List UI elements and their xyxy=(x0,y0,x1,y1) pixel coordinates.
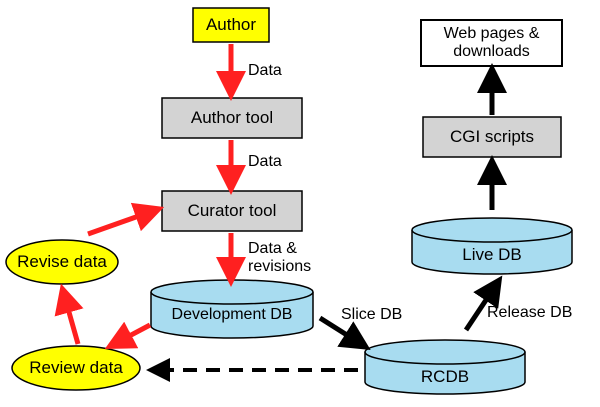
live-db-cylinder xyxy=(411,217,573,275)
edge-label-slice-db: Slice DB xyxy=(341,306,403,323)
development-db-label: Development DB xyxy=(171,306,293,324)
author-tool-label: Author tool xyxy=(190,107,274,127)
author-label: Author xyxy=(205,14,257,34)
web-pages-label-line2: downloads xyxy=(453,43,530,60)
arrow-revise-data-to-curator-tool xyxy=(87,202,165,237)
rcdb-label: RCDB xyxy=(420,366,470,386)
web-pages-label: Web pages & downloads xyxy=(421,20,562,66)
web-pages-label-line1: Web pages & xyxy=(443,25,540,43)
edge-label-release-db: Release DB xyxy=(487,304,573,321)
author-box xyxy=(192,7,270,43)
cgi-scripts-label: CGI scripts xyxy=(449,126,535,146)
edge-label-data-2: Data xyxy=(248,153,282,170)
author-tool-box xyxy=(161,97,303,139)
edge-label-data-revisions-line2: revisions xyxy=(248,257,312,275)
review-data-ellipse xyxy=(11,345,141,391)
edge-label-data-1: Data xyxy=(248,62,282,79)
arrow-development-db-to-review-data xyxy=(104,321,152,350)
arrow-rcdb-to-live-db xyxy=(463,275,503,332)
curator-tool-label: Curator tool xyxy=(187,200,277,220)
cgi-scripts-box xyxy=(422,116,562,158)
edge-label-data-revisions: Data & revisions xyxy=(248,240,311,275)
arrow-review-data-to-revise-data xyxy=(54,283,84,345)
rcdb-cylinder xyxy=(364,339,526,395)
revise-data-label: Revise data xyxy=(17,251,107,271)
review-data-label: Review data xyxy=(29,357,123,377)
edge-label-data-revisions-line1: Data & xyxy=(248,240,297,257)
arrow-development-db-to-rcdb xyxy=(318,315,371,351)
development-db-cylinder xyxy=(150,279,314,339)
live-db-label: Live DB xyxy=(462,244,522,264)
